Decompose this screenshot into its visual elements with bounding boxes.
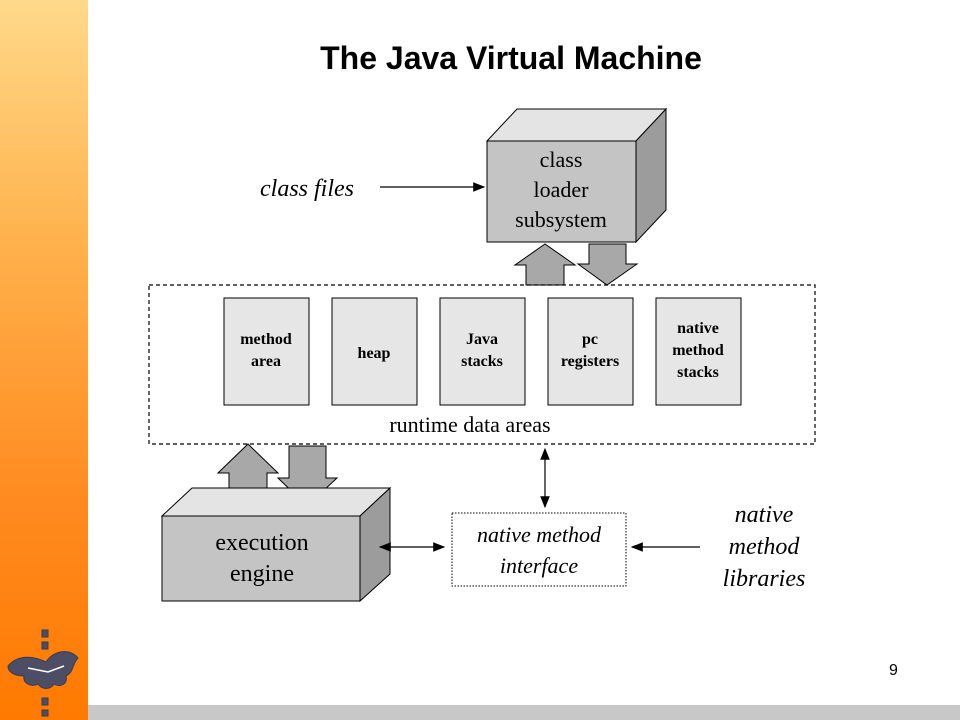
area-pc-registers: pc registers (547, 297, 634, 406)
execution-engine-line-2: engine (230, 561, 294, 587)
native-method-interface-box: native method interface (451, 512, 627, 587)
svg-text:pc: pc (582, 331, 598, 348)
area-native-method-stacks: native method stacks (655, 297, 742, 406)
execution-engine-line-1: execution (215, 530, 308, 556)
svg-text:area: area (251, 353, 281, 370)
svg-text:registers: registers (561, 353, 619, 370)
class-loader-line-3: subsystem (515, 207, 607, 232)
class-files-label: class files (260, 176, 354, 202)
svg-text:native: native (677, 320, 719, 337)
svg-text:native method: native method (477, 522, 602, 547)
up-block-arrow (513, 243, 577, 286)
svg-text:stacks: stacks (461, 353, 503, 370)
svg-text:method: method (672, 342, 724, 359)
university-logo-icon (7, 629, 79, 717)
bottom-bar (88, 705, 960, 720)
class-loader-line-1: class (540, 147, 583, 172)
svg-text:heap: heap (358, 345, 391, 362)
native-libraries-line-2: method (729, 534, 801, 560)
side-band (0, 0, 88, 720)
svg-text:Java: Java (466, 331, 498, 348)
svg-text:method: method (240, 331, 292, 348)
area-method: method area (223, 297, 310, 406)
down-block-arrow (576, 243, 639, 286)
native-libraries-line-3: libraries (723, 566, 806, 592)
svg-text:interface: interface (500, 553, 578, 578)
execution-engine-box: execution engine (160, 486, 392, 603)
page-number: 9 (889, 662, 898, 679)
runtime-data-areas-frame (148, 284, 816, 445)
runtime-data-areas-label: runtime data areas (389, 412, 550, 437)
native-libraries-line-1: native (735, 502, 794, 528)
area-heap: heap (331, 297, 418, 406)
page-title: The Java Virtual Machine (320, 40, 702, 76)
svg-text:stacks: stacks (677, 364, 719, 381)
class-loader-line-2: loader (534, 177, 590, 202)
area-java-stacks: Java stacks (439, 297, 526, 406)
class-loader-box: class loader subsystem (485, 107, 668, 244)
